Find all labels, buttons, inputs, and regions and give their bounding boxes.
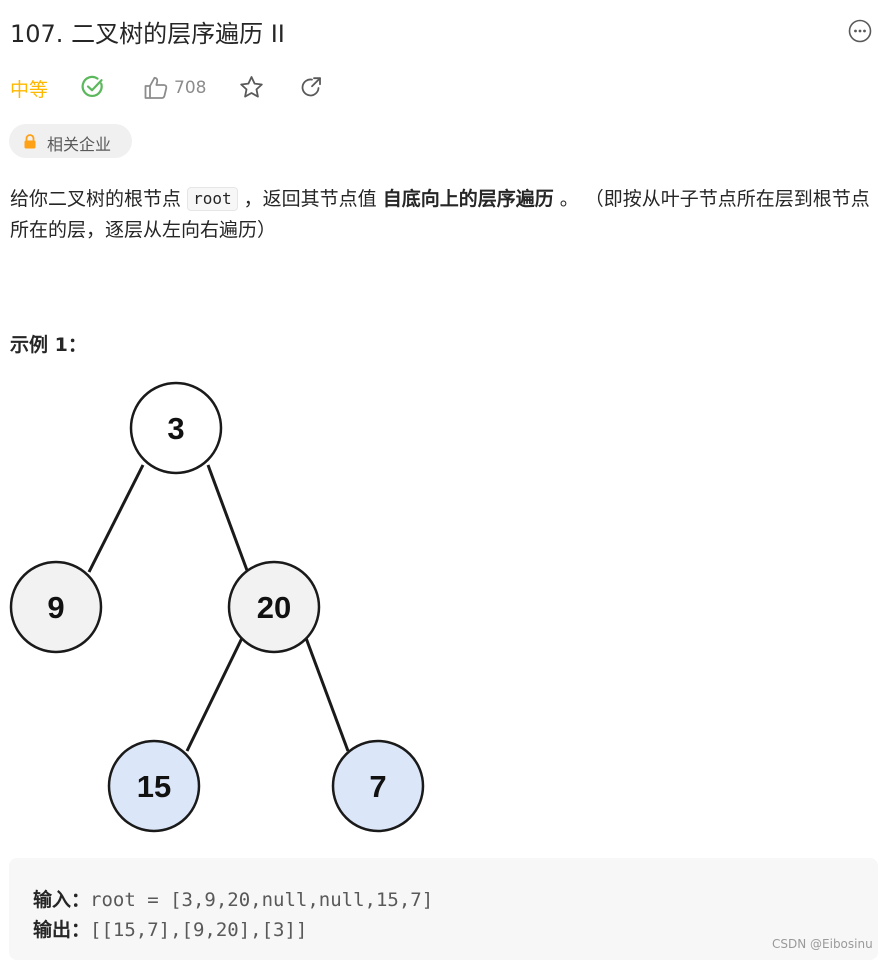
description-text-2: ，返回其节点值 [243,188,377,210]
watermark: CSDN @Eibosinu [772,937,873,951]
tree-node-label: 7 [369,769,386,804]
inline-code-root: root [187,187,238,211]
tree-node-label: 9 [47,590,64,625]
favorite-button[interactable] [239,75,264,100]
example-input-value: root = [3,9,20,null,null,15,7] [90,889,434,911]
tree-node-label: 3 [167,411,184,446]
tree-edge-20-7 [304,637,350,752]
tree-node-9: 9 [9,560,103,654]
description-text-3: 。 （即按从叶子节点所在层到根节点所在的层，逐层从左向右遍历） [10,188,870,241]
binary-tree-diagram: 3 9 20 15 7 [9,381,425,833]
example-output-label: 输出： [33,919,91,941]
example-output-line: 输出：[[15,7],[9,20],[3]] [33,915,307,942]
tree-edge-3-9 [87,464,145,573]
tree-edge-3-20 [206,464,250,574]
example-output-value: [[15,7],[9,20],[3]] [90,919,308,941]
tree-node-3: 3 [129,381,223,475]
share-icon [301,77,321,97]
related-companies-label: 相关企业 [47,135,112,154]
star-icon [240,76,263,98]
description-text-1: 给你二叉树的根节点 [10,188,182,210]
description-bold: 自底向上的层序遍历 [382,188,554,210]
example-input-label: 输入： [33,889,91,911]
problem-description: 给你二叉树的根节点 root ，返回其节点值 自底向上的层序遍历 。 （即按从叶… [10,184,880,246]
tree-node-7: 7 [331,739,425,833]
tree-node-label: 15 [137,769,171,804]
more-options-button[interactable] [848,19,872,43]
problem-meta-row: 中等 708 [10,72,410,104]
tree-edge-20-15 [185,637,244,752]
like-count: 708 [174,78,207,98]
difficulty-badge: 中等 [10,79,49,101]
related-companies-tag[interactable]: 相关企业 [9,124,132,158]
solved-check-icon [81,75,103,98]
example-title: 示例 1： [10,334,87,356]
more-icon [848,19,872,43]
share-button[interactable] [299,75,324,100]
problem-title: 107. 二叉树的层序遍历 II [10,20,285,48]
tree-node-20: 20 [227,560,321,654]
tree-node-label: 20 [257,590,291,625]
thumbs-up-icon [144,76,168,99]
example-input-line: 输入：root = [3,9,20,null,null,15,7] [33,885,433,912]
example-io-block: 输入：root = [3,9,20,null,null,15,7] 输出：[[1… [9,858,878,960]
tree-node-15: 15 [107,739,201,833]
like-button[interactable]: 708 [143,74,223,102]
lock-icon [24,134,36,149]
